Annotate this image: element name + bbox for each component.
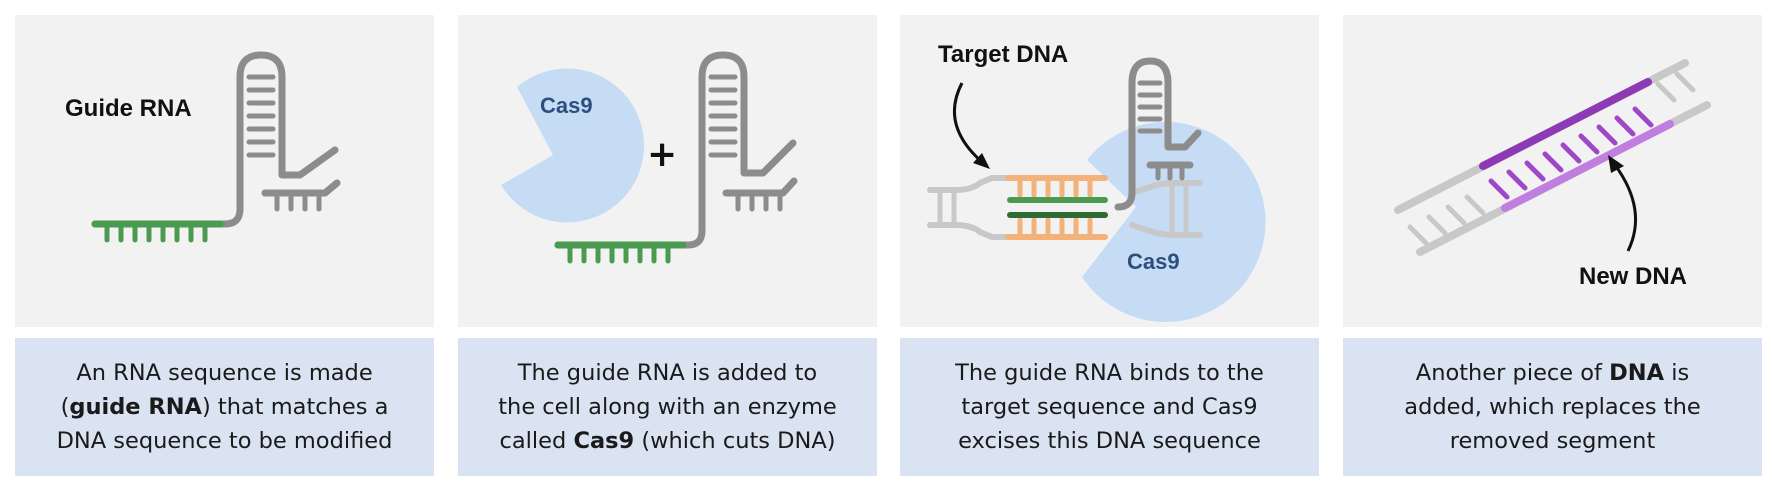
caption-line: Another piece of DNA is (1416, 356, 1689, 390)
target-dna-orange (1005, 175, 1108, 240)
caption-bold-text: guide RNA (69, 394, 202, 420)
caption-bold-text: Cas9 (573, 428, 635, 454)
guide-rna-green-strand (554, 241, 687, 264)
caption-text: (which cuts DNA) (634, 428, 836, 454)
guide-rna-green-strand (1007, 197, 1108, 218)
cas9-and-guide-rna-illustration (501, 51, 798, 264)
step-1-caption: An RNA sequence is made(guide RNA) that … (15, 338, 434, 476)
pointer-arrowhead (973, 153, 990, 169)
caption-line: removed segment (1450, 424, 1656, 458)
dna-ladder-gray (1394, 59, 1711, 256)
step-4-caption: Another piece of DNA is added, which repl… (1343, 338, 1762, 476)
caption-text: removed segment (1449, 428, 1656, 454)
cas9-enzyme-shape (501, 68, 645, 223)
caption-text: The guide RNA binds to the (955, 360, 1264, 386)
caption-text: ( (60, 394, 70, 420)
caption-line: The guide RNA binds to the (955, 356, 1264, 390)
caption-text: the cell along with an enzyme (498, 394, 837, 420)
pointer-arrow (1613, 164, 1638, 252)
step-2-illustration: Cas9 + (458, 15, 877, 327)
cas9-label: Cas9 (1127, 249, 1180, 274)
caption-bold-text: DNA (1609, 360, 1665, 386)
guide-rna-green-strand (91, 220, 224, 243)
caption-text: Another piece of (1415, 360, 1610, 386)
step-2-caption: The guide RNA is added to the cell along … (458, 338, 877, 476)
guide-rna-structure (1114, 57, 1202, 211)
step-3-panel: Target DNA Cas9 The guide RNA binds to t… (900, 15, 1319, 477)
new-dna-purple-segment (1479, 78, 1674, 212)
caption-text: called (499, 428, 574, 454)
caption-line: The guide RNA is added to (518, 356, 817, 390)
step-3-caption: The guide RNA binds to the target sequenc… (900, 338, 1319, 476)
pointer-arrowhead (1608, 155, 1624, 173)
cas9-label: Cas9 (540, 93, 593, 118)
caption-text: is (1664, 360, 1690, 386)
guide-rna-structure (91, 51, 341, 228)
caption-line: DNA sequence to be modified (57, 424, 393, 458)
caption-text: An RNA sequence is made (76, 360, 373, 386)
step-3-illustration: Target DNA Cas9 (900, 15, 1319, 327)
caption-line: excises this DNA sequence (958, 424, 1261, 458)
target-dna-left-gray (927, 175, 1011, 240)
step-1-illustration: Guide RNA (15, 15, 434, 327)
plus-sign: + (647, 134, 678, 175)
step-4-illustration: New DNA (1343, 15, 1762, 327)
caption-text: The guide RNA is added to (517, 360, 818, 386)
caption-line: called Cas9 (which cuts DNA) (500, 424, 836, 458)
caption-line: the cell along with an enzyme (498, 390, 837, 424)
caption-text: excises this DNA sequence (958, 428, 1261, 454)
caption-text: ) that matches a (201, 394, 389, 420)
caption-line: (guide RNA) that matches a (61, 390, 389, 424)
caption-line: An RNA sequence is made (76, 356, 372, 390)
guide-rna-label: Guide RNA (65, 95, 192, 122)
step-2-panel: Cas9 + The guide RNA is added to the cell… (458, 15, 877, 477)
cas9-binding-illustration (927, 57, 1266, 322)
caption-line: added, which replaces the (1404, 390, 1700, 424)
caption-text: target sequence and Cas9 (961, 394, 1258, 420)
new-dna-illustration (1394, 59, 1711, 256)
new-dna-label: New DNA (1579, 263, 1688, 290)
guide-rna-structure (554, 51, 798, 249)
step-4-panel: New DNA Another piece of DNA is added, wh… (1343, 15, 1762, 477)
caption-text: added, which replaces the (1404, 394, 1701, 420)
target-dna-right-gray (1129, 180, 1203, 238)
target-dna-label: Target DNA (938, 41, 1069, 68)
caption-line: target sequence and Cas9 (961, 390, 1257, 424)
guide-rna-illustration (91, 51, 341, 243)
step-1-panel: Guide RNA An RNA sequence is made(guide … (15, 15, 434, 477)
pointer-arrow (953, 82, 983, 164)
caption-text: DNA sequence to be modified (56, 428, 393, 454)
